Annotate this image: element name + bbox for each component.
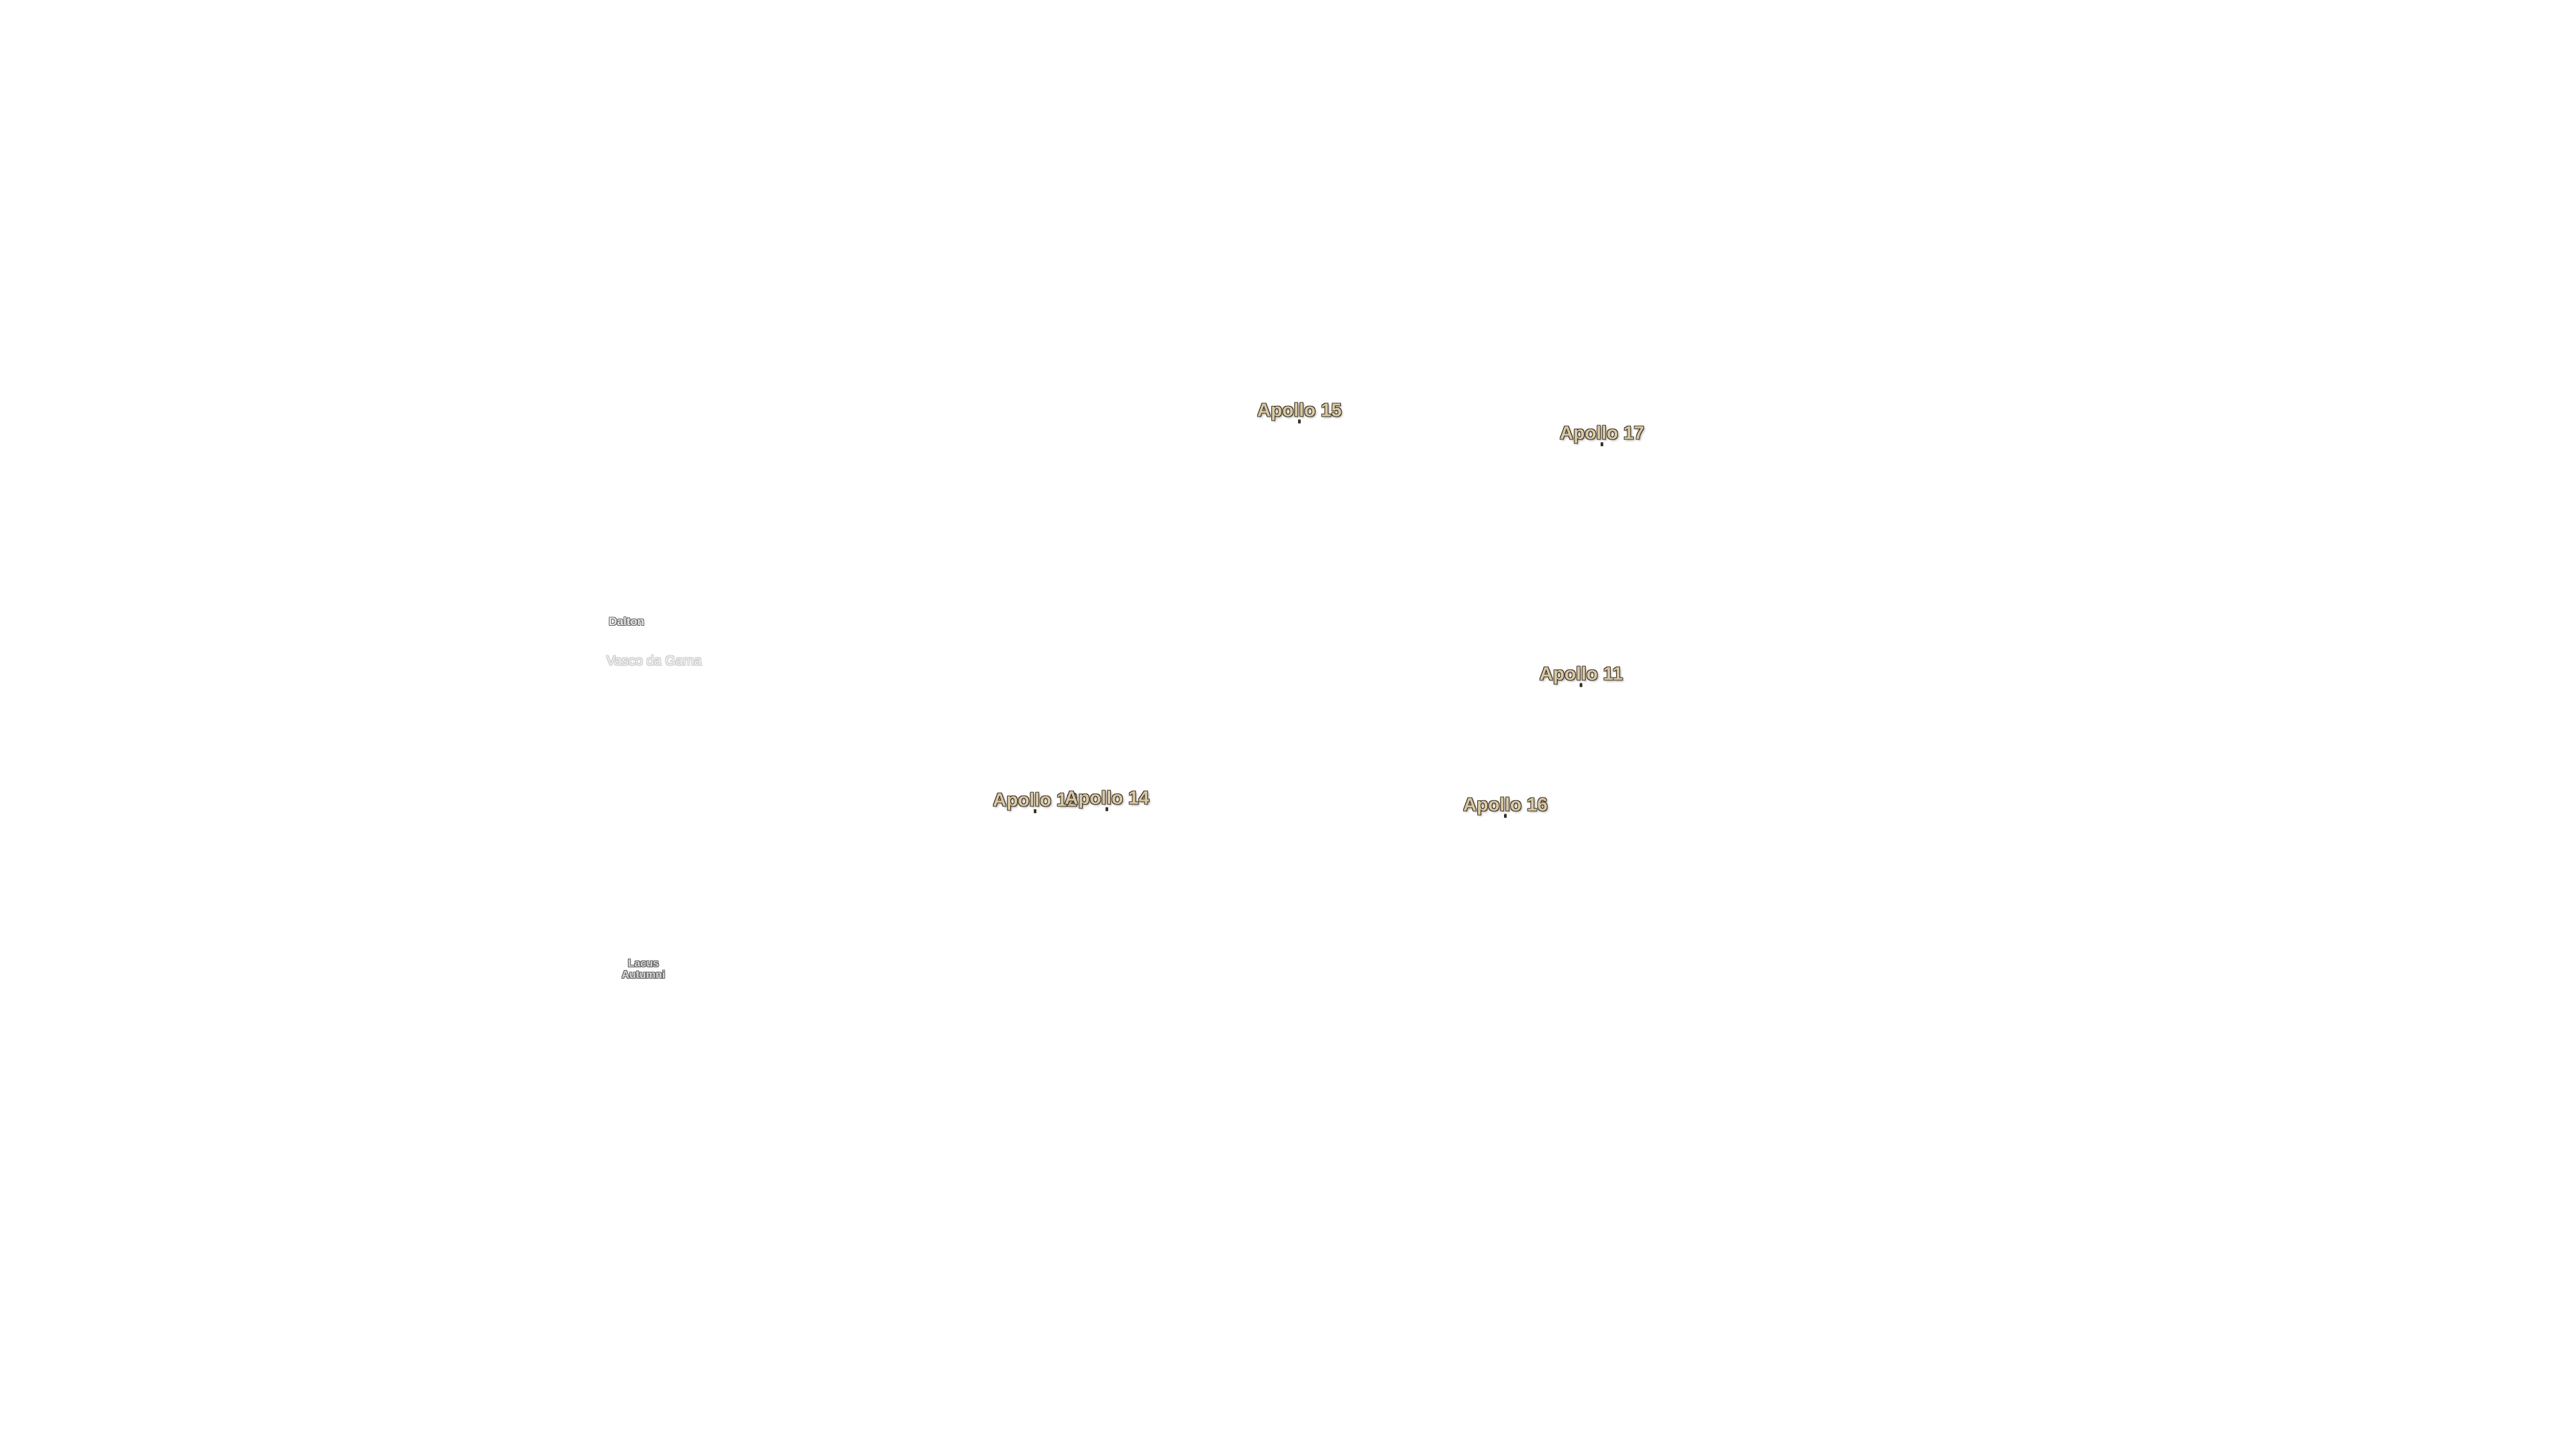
landing-site-marker-icon (1105, 807, 1108, 812)
landing-site-marker-icon (1503, 814, 1507, 818)
feature-lacus-autumni[interactable]: Lacus Autumni (621, 958, 665, 981)
landing-site-label: Apollo 14 (1064, 787, 1150, 808)
landing-site-label: Apollo 12 (992, 789, 1078, 810)
landing-site-apollo-15[interactable]: Apollo 15 (1256, 399, 1342, 424)
landing-site-label: Apollo 16 (1462, 794, 1548, 815)
landing-site-apollo-11[interactable]: Apollo 11 (1539, 663, 1623, 688)
feature-label-line-1: Lacus (627, 958, 659, 970)
landing-site-label: Apollo 15 (1256, 399, 1342, 421)
landing-site-label: Apollo 11 (1539, 663, 1623, 684)
landing-site-apollo-17[interactable]: Apollo 17 (1559, 422, 1645, 447)
landing-site-marker-icon (1297, 419, 1301, 424)
landing-site-apollo-14[interactable]: Apollo 14 (1064, 787, 1150, 812)
feature-label-line-2: Autumni (621, 969, 665, 981)
landing-site-apollo-16[interactable]: Apollo 16 (1462, 794, 1548, 818)
landing-site-marker-icon (1600, 442, 1603, 447)
feature-vasco-da-gama[interactable]: Vasco da Gama (606, 653, 702, 669)
landing-site-label: Apollo 17 (1559, 422, 1645, 443)
feature-label: Dalton (608, 615, 645, 629)
landing-site-marker-icon (1580, 683, 1582, 688)
feature-dalton[interactable]: Dalton (609, 616, 645, 628)
landing-site-apollo-12[interactable]: Apollo 12 (992, 789, 1078, 814)
feature-label: Vasco da Gama (606, 653, 702, 669)
landing-site-marker-icon (1033, 809, 1036, 814)
